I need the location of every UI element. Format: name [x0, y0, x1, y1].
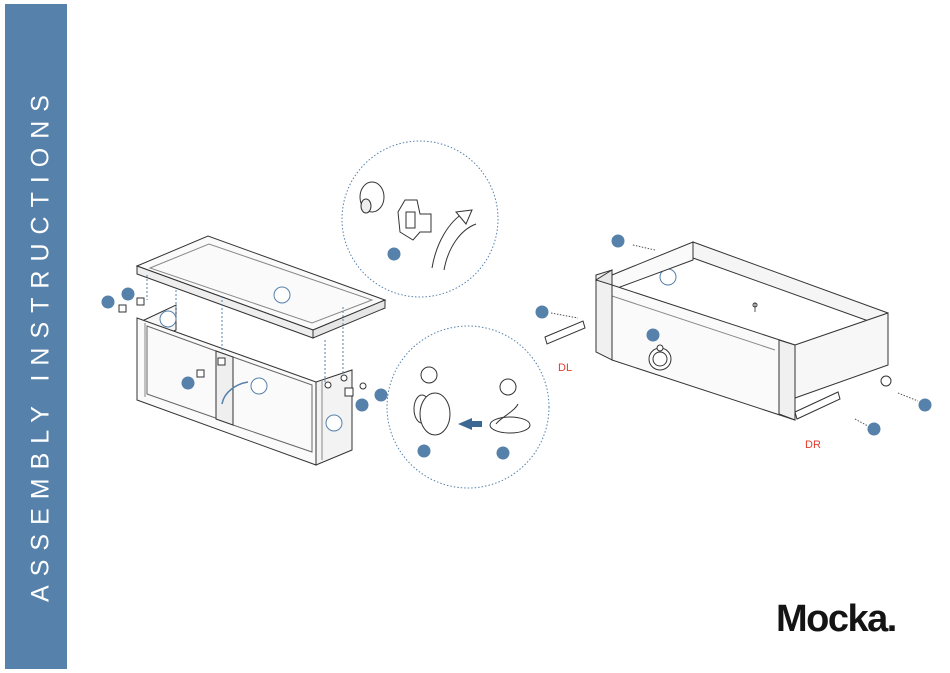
detail-bubble-knob — [387, 326, 549, 488]
drawer-right-label: DR — [805, 439, 821, 451]
part-circle-side-right — [326, 415, 342, 431]
step-dot — [388, 248, 401, 261]
step-dot — [418, 445, 431, 458]
cabinet-illustration — [119, 236, 385, 465]
part-circle-top — [274, 287, 290, 303]
drawer-illustration — [545, 242, 918, 426]
step-dot — [182, 377, 195, 390]
detail-bubble-cam-lock — [342, 141, 498, 297]
step-dot — [536, 306, 549, 319]
part-circle-door — [251, 378, 267, 394]
part-circle-side-left — [160, 311, 176, 327]
step-dot — [647, 329, 660, 342]
step-dot — [919, 399, 932, 412]
step-dot — [356, 399, 369, 412]
step-dot — [122, 288, 135, 301]
step-dot — [497, 447, 510, 460]
step-dot — [868, 423, 881, 436]
step-dot — [612, 235, 625, 248]
step-dot — [375, 389, 388, 402]
step-dot — [102, 296, 115, 309]
brand-logo: Mocka. — [776, 598, 896, 641]
drawer-left-label: DL — [558, 362, 572, 374]
